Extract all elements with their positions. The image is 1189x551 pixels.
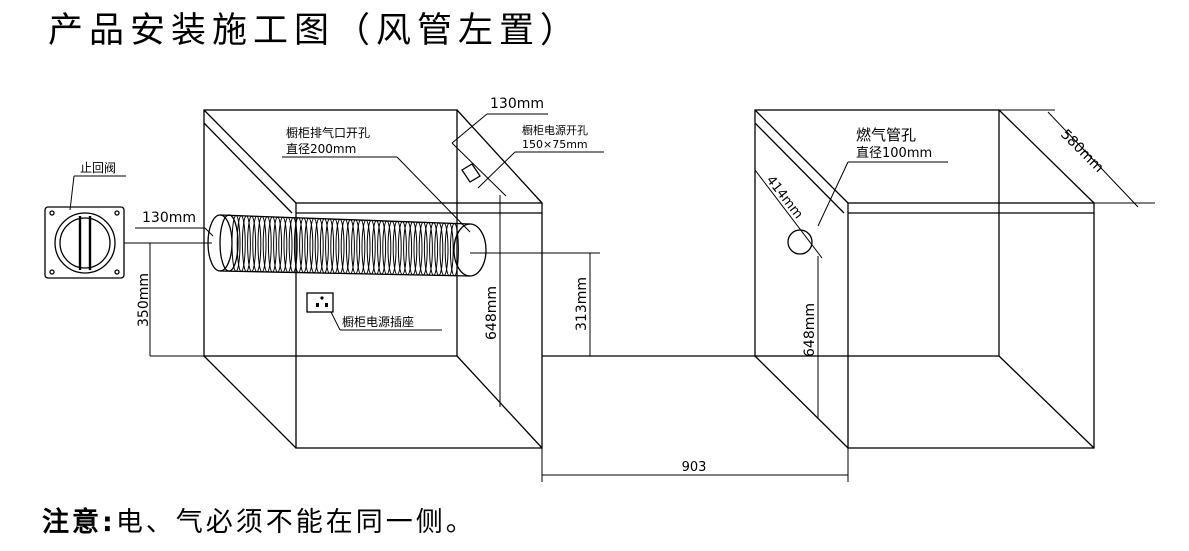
duct-rib [283, 216, 293, 273]
duct-rib [309, 217, 319, 274]
exhaust-hole-leader-tip [396, 156, 471, 233]
duct-rib [267, 216, 277, 273]
duct-rib [299, 217, 309, 274]
left-cabinet [203, 109, 543, 449]
duct-rib [257, 216, 267, 273]
depth-label: 580mm [1057, 127, 1106, 176]
duct-rib [325, 218, 335, 274]
duct-rib [273, 216, 283, 273]
duct-height-label: 313mm [574, 277, 590, 331]
check-valve-label: 止回阀 [80, 161, 116, 175]
top-dim-diagonal [451, 142, 507, 197]
vent-height-label: 350mm [136, 273, 152, 327]
duct-rib [397, 221, 407, 276]
exhaust-hole-label-line1: 橱柜排气口开孔 [286, 125, 370, 140]
gas-hole-leader-tip [817, 161, 849, 227]
duct-rib [304, 217, 314, 274]
right-height-label: 648mm [802, 303, 818, 357]
power-hole-label-line2: 150×75mm [522, 138, 588, 151]
duct-rib [392, 220, 402, 276]
check-valve [44, 206, 125, 279]
duct-rib [434, 222, 444, 276]
duct-rib [444, 222, 454, 277]
power-hole-label-line1: 橱柜电源开孔 [522, 123, 588, 137]
duct-rib [236, 215, 246, 272]
duct-rib [288, 217, 298, 273]
top-dim-label: 130mm [490, 96, 544, 112]
left-height-label: 648mm [484, 286, 500, 340]
gas-hole [787, 229, 813, 255]
duct-rib [377, 220, 387, 275]
duct-rib [231, 215, 241, 272]
top-dim-leader [451, 113, 488, 144]
duct-rib [345, 219, 355, 275]
duct-rib [351, 219, 361, 275]
duct-rib [262, 216, 272, 273]
power-hole-leader-tip [477, 151, 516, 189]
gas-hole-label-line1: 燃气管孔 [856, 126, 916, 144]
duct-rib [330, 218, 340, 274]
socket-label: 橱柜电源插座 [342, 314, 414, 329]
duct-rib [387, 220, 397, 275]
duct-rib [319, 218, 329, 274]
duct-rib [449, 223, 459, 277]
duct-rib [408, 221, 418, 276]
duct-rib [247, 215, 257, 273]
duct-rib [361, 219, 371, 275]
exhaust-hole-label-line2: 直径200mm [286, 142, 356, 156]
notice-text: 电、气必须不能在同一侧。 [115, 507, 476, 538]
page-title: 产品安装施工图（风管左置） [48, 11, 582, 51]
duct-rib [340, 219, 350, 274]
gas-offset-dim [754, 169, 823, 259]
duct-rib [293, 217, 303, 274]
gas-hole-label-line2: 直径100mm [856, 146, 932, 161]
check-valve-leader-tip [69, 175, 75, 211]
duct-rib [371, 220, 381, 275]
gap-label: 903 [682, 460, 707, 475]
duct-rib [423, 222, 433, 276]
duct-rib [403, 221, 413, 276]
gas-offset-label: 414mm [763, 173, 806, 222]
duct-rib [429, 222, 439, 276]
duct-rib [252, 215, 262, 273]
duct-rib [278, 216, 288, 273]
socket-leader [330, 311, 341, 331]
duct-rib [382, 220, 392, 275]
duct-hose [207, 214, 487, 277]
notice: 注意:电、气必须不能在同一侧。 [42, 500, 476, 539]
right-cabinet [754, 109, 1095, 449]
duct-rib [356, 219, 366, 275]
duct-rib [418, 221, 428, 276]
socket [306, 292, 334, 313]
duct-rib [439, 222, 449, 277]
duct-rib [335, 218, 345, 274]
duct-rib [413, 221, 423, 276]
vent-dim-label: 130mm [142, 210, 196, 226]
duct-rib [314, 218, 324, 274]
duct-rib [366, 219, 376, 275]
power-hole [461, 163, 481, 183]
depth-dim [1047, 111, 1139, 208]
notice-lead: 注意: [42, 507, 116, 538]
duct-rib [241, 215, 251, 272]
